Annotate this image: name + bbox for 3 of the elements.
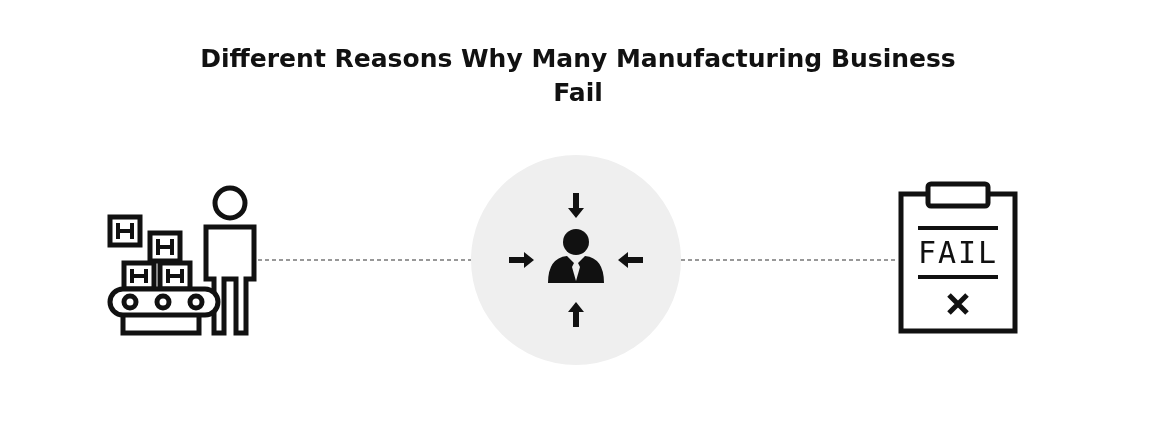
fail-label: FAIL: [916, 234, 1000, 272]
title: Different Reasons Why Many Manufacturing Business Fail: [200, 43, 956, 109]
dashed-connector: [257, 259, 472, 261]
